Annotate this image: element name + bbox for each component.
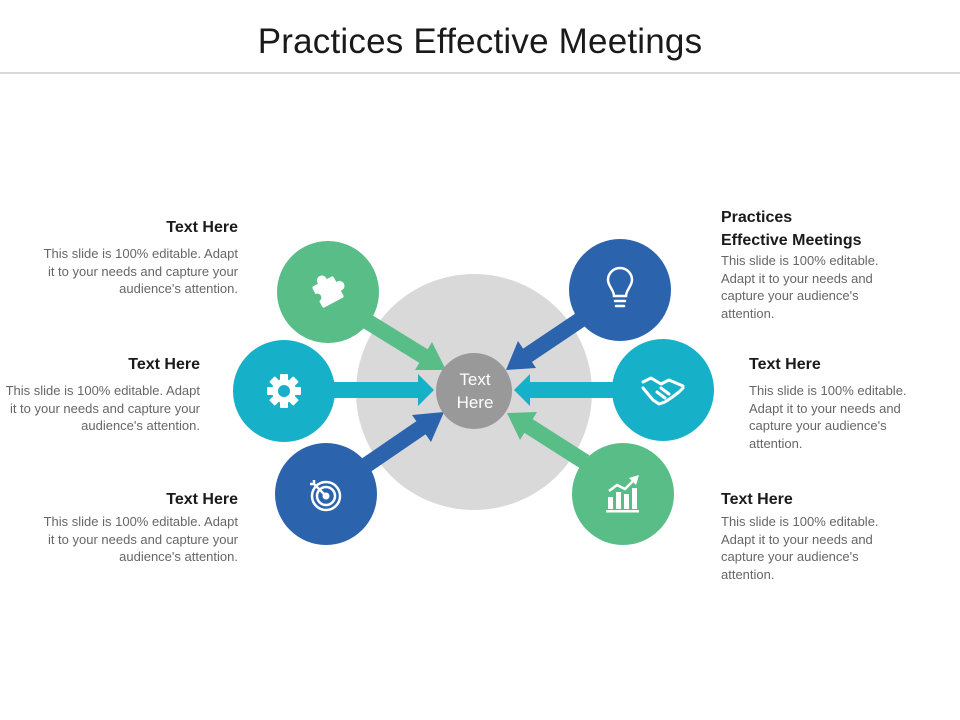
handshake-icon [641,376,685,406]
target-icon [310,480,342,512]
block-body: This slide is 100% editable. Adapt it to… [721,253,879,321]
block-body: This slide is 100% editable. Adapt it to… [721,514,879,582]
text-block-mid-left: Text Here This slide is 100% editable. A… [0,353,200,435]
arrow-top-right [506,311,588,370]
block-heading: Text Here [749,356,821,373]
block-body: This slide is 100% editable. Adapt it to… [43,514,238,564]
arrow-bottom-left [360,412,444,473]
hub-circle [436,353,512,429]
text-block-top-left: Text Here This slide is 100% editable. A… [38,216,238,298]
arrow-mid-right [514,374,620,406]
node-top-right [569,239,671,341]
hub-label-line1: Text [459,370,491,389]
arrow-bottom-right [507,412,590,469]
block-heading: Practices Effective Meetings [721,206,921,252]
hub-label: Text Here [440,368,510,414]
block-heading-line2: Effective Meetings [721,232,862,249]
arrow-top-left [360,313,446,370]
lightbulb-icon [606,266,634,308]
text-block-mid-right: Text Here This slide is 100% editable. A… [749,353,949,452]
block-heading-line1: Practices [721,209,793,226]
slide-title: Practices Effective Meetings [257,22,703,61]
block-body: This slide is 100% editable. Adapt it to… [749,383,907,451]
block-body: This slide is 100% editable. Adapt it to… [5,383,200,433]
text-block-top-right: Practices Effective Meetings This slide … [721,206,921,322]
block-heading: Text Here [166,219,238,236]
node-bottom-right [572,443,674,545]
arrow-mid-left [330,374,434,406]
title-divider [0,72,960,74]
puzzle-icon [312,275,345,308]
text-block-bottom-left: Text Here This slide is 100% editable. A… [38,488,238,566]
block-heading: Text Here [721,491,793,508]
gear-icon [267,374,301,408]
growth-chart-icon [606,475,639,513]
text-block-bottom-right: Text Here This slide is 100% editable. A… [721,488,921,583]
block-heading: Text Here [166,491,238,508]
block-body: This slide is 100% editable. Adapt it to… [43,246,238,296]
block-heading: Text Here [128,356,200,373]
hub-label-line2: Here [456,393,494,412]
